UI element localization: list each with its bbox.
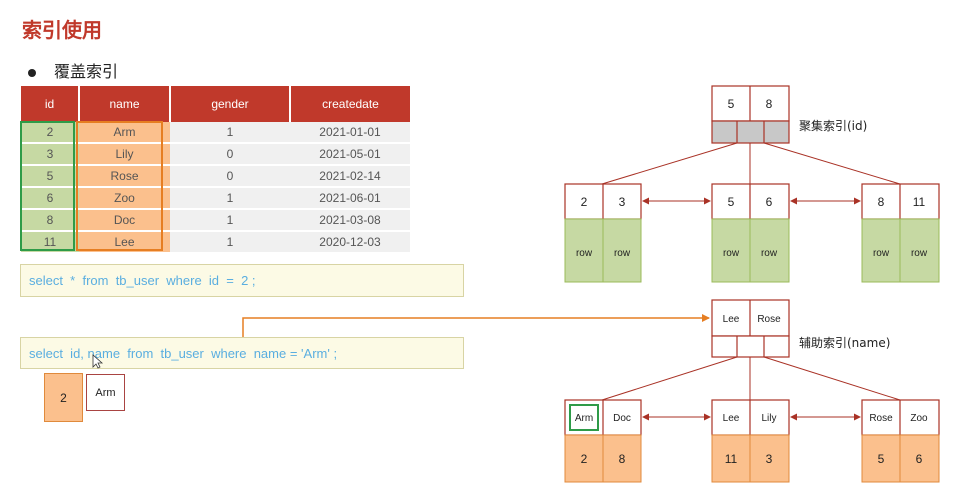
bullet-label: 覆盖索引 bbox=[54, 62, 119, 81]
cell-gender: 0 bbox=[170, 165, 290, 188]
cell-gender: 1 bbox=[170, 231, 290, 254]
leaf-key: Zoo bbox=[910, 413, 928, 424]
leaf-row: row bbox=[723, 248, 740, 259]
cell-createdate: 2021-03-08 bbox=[290, 209, 410, 232]
leaf-key: Lily bbox=[761, 413, 776, 424]
user-table: id name gender createdate 2 Arm 1 2021-0… bbox=[21, 86, 410, 254]
cell-name: Lily bbox=[79, 143, 170, 166]
arm-key-highlight bbox=[569, 404, 599, 431]
cell-name: Zoo bbox=[79, 187, 170, 210]
cell-id: 3 bbox=[21, 143, 79, 166]
clustered-root-node: 5 8 bbox=[711, 85, 790, 144]
table-row: 6 Zoo 1 2021-06-01 bbox=[21, 187, 410, 210]
secondary-leaf-node: Arm Doc 2 8 bbox=[564, 399, 642, 483]
leaf-key: Arm bbox=[575, 413, 593, 424]
cell-gender: 1 bbox=[170, 187, 290, 210]
header-id: id bbox=[21, 86, 80, 122]
cell-name: Doc bbox=[79, 209, 170, 232]
id-column-highlight bbox=[20, 121, 75, 251]
result-name-cell: Arm bbox=[86, 374, 125, 411]
leaf-key: 11 bbox=[913, 195, 926, 209]
leaf-key: Lee bbox=[723, 413, 740, 424]
leaf-id: 8 bbox=[619, 452, 626, 466]
bullet-dot-icon bbox=[28, 68, 36, 77]
leaf-id: 6 bbox=[916, 452, 923, 466]
cell-gender: 1 bbox=[170, 122, 290, 144]
leaf-key: Doc bbox=[613, 413, 631, 424]
secondary-index-label: 辅助索引(name) bbox=[799, 336, 890, 350]
result-id-cell: 2 bbox=[44, 373, 83, 422]
leaf-key: 6 bbox=[766, 195, 773, 209]
table-row: 11 Lee 1 2020-12-03 bbox=[21, 231, 410, 254]
cell-createdate: 2020-12-03 bbox=[290, 231, 410, 254]
cell-createdate: 2021-05-01 bbox=[290, 143, 410, 166]
tree-edge bbox=[763, 142, 901, 185]
leaf-key: 8 bbox=[878, 195, 885, 209]
secondary-root-key: Lee bbox=[723, 314, 740, 325]
table-row: 3 Lily 0 2021-05-01 bbox=[21, 143, 410, 166]
leaf-key: Rose bbox=[869, 413, 893, 424]
secondary-leaf-node: Lee Lily 11 3 bbox=[711, 399, 790, 483]
cell-name: Rose bbox=[79, 165, 170, 188]
clustered-index-label: 聚集索引(id) bbox=[799, 118, 867, 133]
table-row: 2 Arm 1 2021-01-01 bbox=[21, 122, 410, 144]
header-gender: gender bbox=[170, 86, 291, 122]
leaf-id: 2 bbox=[581, 452, 588, 466]
clustered-root-key: 8 bbox=[766, 97, 773, 111]
cell-id: 11 bbox=[21, 231, 79, 254]
leaf-row: row bbox=[614, 248, 631, 259]
clustered-root-key: 5 bbox=[728, 97, 735, 111]
table-row: 8 Doc 1 2021-03-08 bbox=[21, 209, 410, 232]
cell-gender: 1 bbox=[170, 209, 290, 232]
clustered-leaf-node: 8 11 row row bbox=[861, 183, 940, 283]
header-name: name bbox=[79, 86, 171, 122]
sql-query-1: select * from tb_user where id = 2 ; bbox=[20, 264, 464, 297]
leaf-key: 2 bbox=[581, 195, 588, 209]
cell-id: 8 bbox=[21, 209, 79, 232]
cell-name: Lee bbox=[79, 231, 170, 254]
cell-name: Arm bbox=[79, 122, 170, 144]
bullet-item: 覆盖索引 bbox=[28, 58, 118, 82]
query-to-index-arrow bbox=[242, 314, 710, 337]
leaf-row: row bbox=[911, 248, 928, 259]
secondary-root-node: Lee Rose bbox=[711, 299, 790, 358]
leaf-row: row bbox=[873, 248, 890, 259]
leaf-id: 3 bbox=[766, 452, 773, 466]
mouse-cursor-icon bbox=[92, 354, 104, 369]
secondary-root-key: Rose bbox=[757, 314, 781, 325]
leaf-row: row bbox=[761, 248, 778, 259]
leaf-row: row bbox=[576, 248, 593, 259]
cell-createdate: 2021-06-01 bbox=[290, 187, 410, 210]
leaf-key: 5 bbox=[728, 195, 735, 209]
cell-id: 2 bbox=[21, 122, 79, 144]
name-column-highlight bbox=[76, 121, 163, 251]
leaf-id: 11 bbox=[725, 452, 738, 466]
secondary-index-tree: Lee Rose 辅助索引(name) Arm Doc 2 8 Lee Lily… bbox=[564, 299, 940, 483]
cell-id: 6 bbox=[21, 187, 79, 210]
leaf-id: 5 bbox=[878, 452, 885, 466]
clustered-leaf-node: 2 3 row row bbox=[564, 183, 642, 283]
table-row: 5 Rose 0 2021-02-14 bbox=[21, 165, 410, 188]
cell-createdate: 2021-02-14 bbox=[290, 165, 410, 188]
clustered-index-tree: 5 8 聚集索引(id) 2 3 row row 5 6 row row bbox=[564, 85, 940, 283]
cell-gender: 0 bbox=[170, 143, 290, 166]
tree-edge bbox=[601, 142, 738, 185]
clustered-leaf-node: 5 6 row row bbox=[711, 183, 790, 283]
secondary-leaf-node: Rose Zoo 5 6 bbox=[861, 399, 940, 483]
cell-id: 5 bbox=[21, 165, 79, 188]
tree-edge bbox=[601, 356, 738, 401]
page-title: 索引使用 bbox=[22, 18, 102, 42]
header-createdate: createdate bbox=[290, 86, 410, 122]
leaf-key: 3 bbox=[619, 195, 626, 209]
tree-edge bbox=[763, 356, 901, 401]
cell-createdate: 2021-01-01 bbox=[290, 122, 410, 144]
